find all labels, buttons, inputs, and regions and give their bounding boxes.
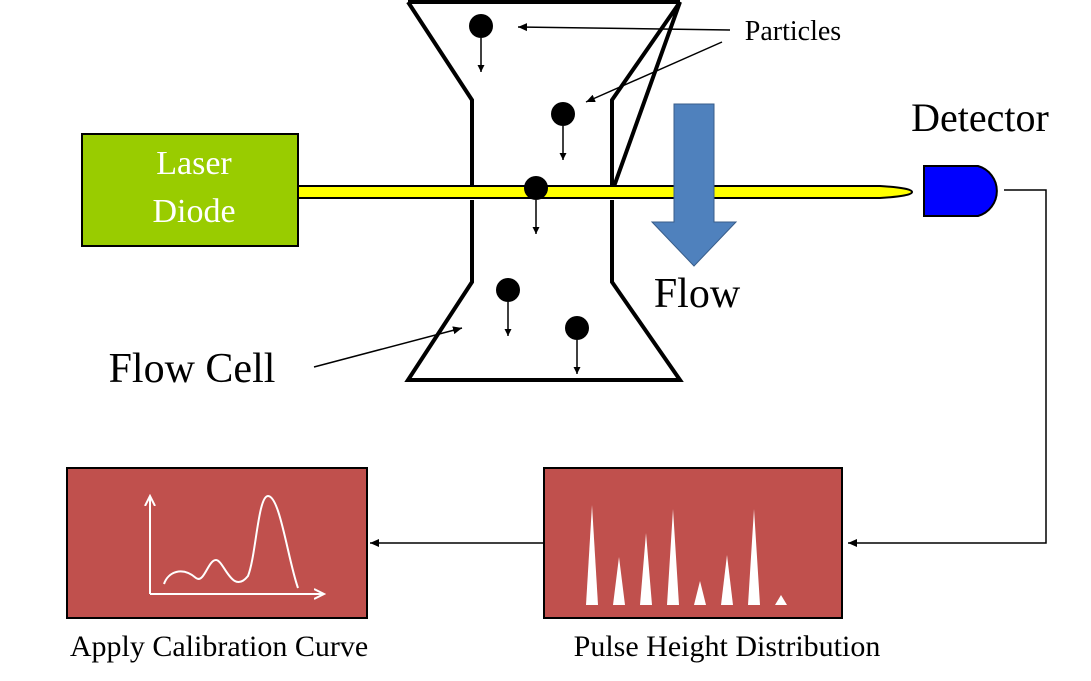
laser-diode-box <box>81 133 299 247</box>
calibration-box <box>66 467 368 619</box>
pulse-spike <box>640 533 652 605</box>
calibration-curve <box>163 494 299 589</box>
pulse-spike <box>748 509 760 605</box>
pulse-spike <box>667 509 679 605</box>
particle <box>469 14 493 72</box>
flow-cell-bottom-outline <box>404 200 684 382</box>
pulse-spike <box>721 555 733 605</box>
detector-signal-line <box>848 189 1047 547</box>
flow-label: Flow <box>654 271 741 317</box>
calibration-label: Apply Calibration Curve <box>70 630 368 663</box>
laser-diode: Laser Diode <box>81 133 299 247</box>
flow-cell-label: Flow Cell <box>109 346 276 392</box>
flow-cell <box>404 0 684 382</box>
flow-cell-top-outline <box>406 0 682 193</box>
laser-beam <box>297 185 914 199</box>
pulse-spike <box>586 505 598 605</box>
pulse-height-label: Pulse Height Distribution <box>574 630 881 663</box>
curve-plot-icon <box>150 496 324 594</box>
detector-label: Detector <box>911 95 1049 140</box>
spike-histogram-icon <box>586 505 787 605</box>
detector-icon <box>923 165 998 217</box>
down-arrow-icon <box>650 103 738 267</box>
particles-pointer-1 <box>517 23 731 32</box>
particle <box>496 278 520 336</box>
pulse-spike <box>613 557 625 605</box>
pulse-height-box <box>543 467 843 619</box>
flow-cell-pointer <box>313 326 463 368</box>
particles-label: Particles <box>745 16 841 47</box>
particle <box>524 176 548 234</box>
laser-label-line2: Diode <box>152 193 235 230</box>
pulse-spike <box>775 595 787 605</box>
particles-pointer-2 <box>585 41 723 103</box>
pulse-spike <box>694 581 706 605</box>
laser-label-line1: Laser <box>156 145 232 182</box>
particle <box>565 316 589 374</box>
particles-group <box>469 14 589 374</box>
particle <box>551 102 575 160</box>
